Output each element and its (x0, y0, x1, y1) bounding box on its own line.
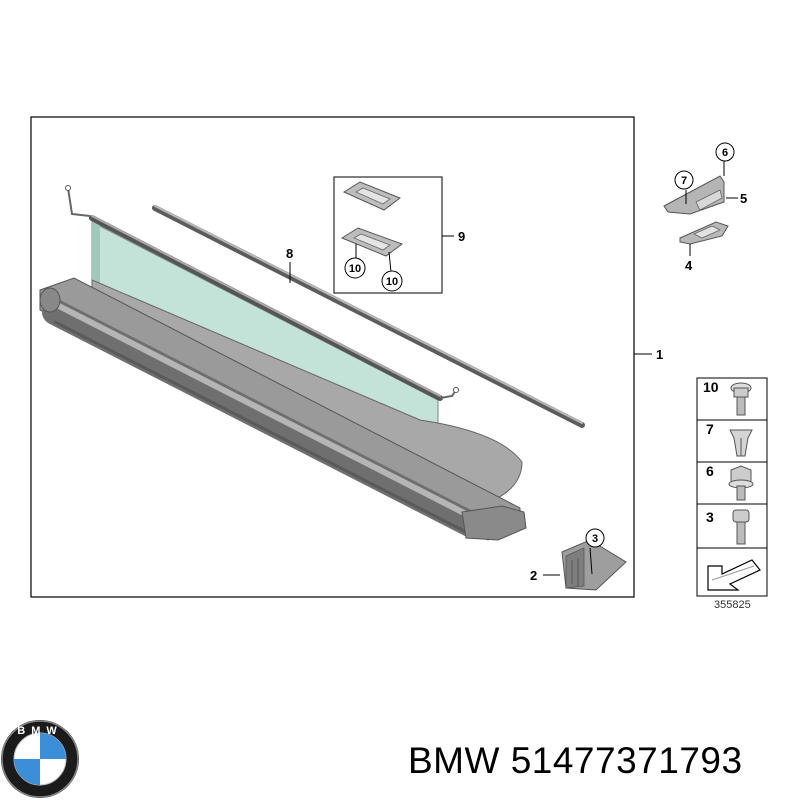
bezel-bottom (340, 227, 404, 257)
bolt-6-icon (728, 465, 754, 501)
callout-6: 6 (722, 147, 728, 159)
fastener-legend: 10 7 6 3 (696, 377, 768, 597)
clip-7-icon (729, 429, 753, 457)
legend-item-6: 6 (706, 463, 714, 479)
end-cap-right (461, 505, 527, 541)
legend-item-10: 10 (703, 379, 719, 395)
bracket-part-2 (561, 539, 627, 591)
bracket-part-5 (663, 175, 725, 215)
svg-text:BMW: BMW (17, 725, 63, 737)
callout-10a: 10 (349, 263, 361, 275)
callout-3: 3 (592, 533, 598, 545)
part-number-label: BMW 51477371793 (408, 740, 743, 781)
bmw-logo-icon: BMW (1, 720, 79, 798)
cargo-cover-assembly (39, 185, 527, 541)
main-frame (30, 116, 635, 598)
callout-7: 7 (681, 175, 687, 187)
callout-9: 9 (458, 229, 465, 244)
end-cap-left (39, 287, 61, 313)
legend-item-3: 3 (706, 509, 714, 525)
callout-2: 2 (530, 568, 537, 583)
bezel-top (342, 181, 402, 211)
screen-rod (89, 215, 443, 401)
callout-1: 1 (656, 347, 663, 362)
cover-panel (91, 279, 523, 507)
left-hook (67, 187, 91, 217)
screw-3-icon (732, 509, 750, 545)
callout-10b: 10 (386, 276, 398, 288)
inset-box-9 (333, 176, 443, 294)
callout-8: 8 (286, 246, 293, 261)
callout-5: 5 (740, 191, 747, 206)
bracket-part-4 (679, 221, 729, 245)
callout-4: 4 (685, 258, 693, 273)
rod-part-8 (152, 205, 585, 428)
legend-item-7: 7 (706, 421, 714, 437)
screw-10-icon (730, 382, 752, 416)
diagram-code: 355825 (714, 599, 751, 611)
arrow-icon (707, 559, 761, 591)
roller-tube (42, 299, 483, 537)
